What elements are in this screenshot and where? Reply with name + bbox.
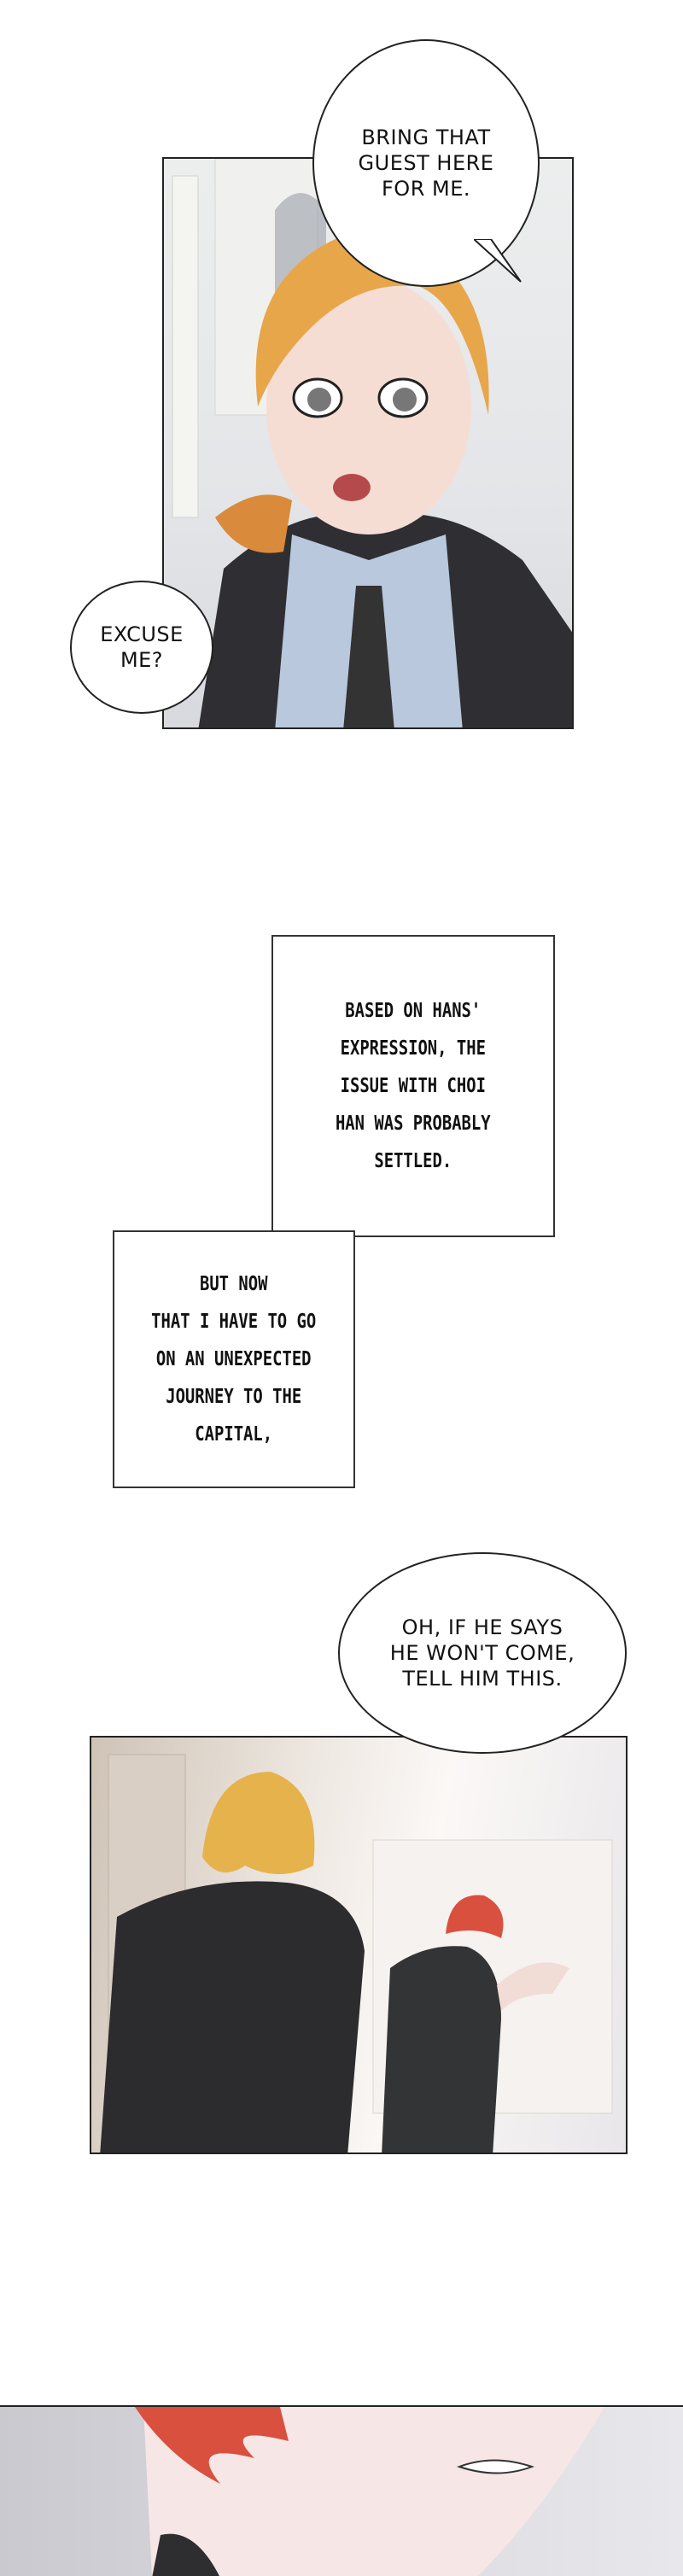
narration-text: BASED ON HANS' EXPRESSION, THE ISSUE WIT… (336, 1000, 491, 1172)
narration-box-1: BASED ON HANS' EXPRESSION, THE ISSUE WIT… (271, 935, 555, 1237)
red-hair (135, 2407, 289, 2484)
speech-bubble-bring-guest: BRING THAT GUEST HERE FOR ME. (312, 39, 540, 287)
panel-1-art (172, 159, 572, 727)
face (266, 278, 471, 534)
panel-3-art (135, 2407, 604, 2576)
bubble-text: BRING THAT GUEST HERE FOR ME. (358, 126, 494, 201)
bubble-tail (474, 239, 522, 283)
red-haired-man-suit (382, 1946, 501, 2153)
comic-panel-3 (0, 2405, 683, 2576)
speech-bubble-excuse-me: EXCUSE ME? (70, 581, 213, 714)
comic-panel-2 (90, 1736, 628, 2154)
red-hair (446, 1895, 504, 1938)
eye (457, 2459, 534, 2474)
bubble-text: EXCUSE ME? (100, 622, 184, 672)
tie (343, 586, 394, 727)
narration-text: BUT NOW THAT I HAVE TO GO ON AN UNEXPECT… (151, 1273, 317, 1446)
bubble-text: OH, IF HE SAYS HE WON'T COME, TELL HIM T… (389, 1615, 575, 1691)
narration-box-2: BUT NOW THAT I HAVE TO GO ON AN UNEXPECT… (113, 1230, 355, 1488)
face (143, 2407, 604, 2576)
blond-man-suit (100, 1881, 365, 2153)
panel-2-art (100, 1754, 613, 2153)
blond-hair (202, 1772, 315, 1874)
speech-bubble-tell-him: OH, IF HE SAYS HE WON'T COME, TELL HIM T… (338, 1552, 627, 1754)
